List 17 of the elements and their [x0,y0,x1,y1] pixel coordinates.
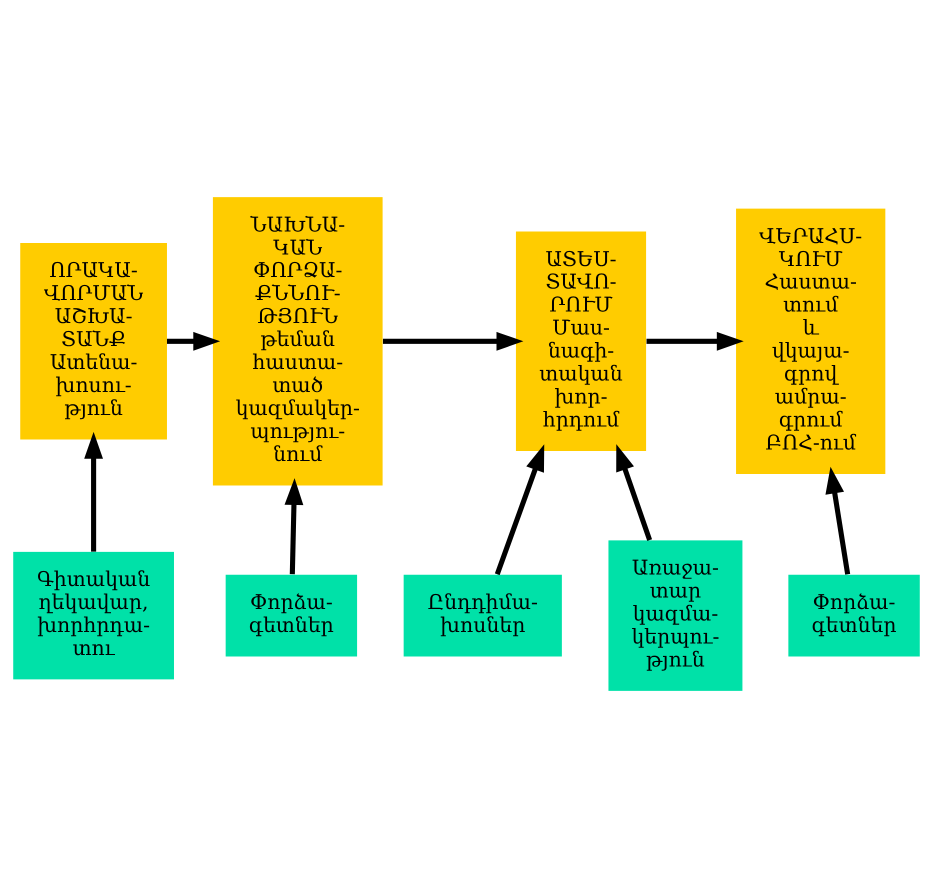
arrow [825,466,850,575]
arrow [382,332,524,351]
arrow [166,332,220,351]
arrow [84,432,103,552]
node-box: Գիտական ղեկավար, խորհրդա- տու [13,552,174,680]
arrow [494,444,544,576]
node-box: ԱՏԵՍ- ՏԱՎՈ- ՐՈՒՄ Մաս- նագի- տական խոր- հրդում [516,232,646,452]
node-box: ՆԱԽՆԱ- ԿԱՆ ՓՈՐՁԱ- ՔՆՆՈՒ- ԹՅՈՒՆ թեման հաստա- տած կազմակեր- պությու- նում [212,197,383,486]
node-box: Առաջա- տար կազմա- կերպու- թյուն [608,540,742,691]
node-box: Փորձա- գետներ [226,574,358,656]
arrow [646,332,744,351]
node-box: Փորձա- գետներ [788,574,920,656]
node-box: Ընդդիմա- խոսներ [404,574,562,656]
arrow [284,478,304,574]
node-box: ՈՐԱԿԱ- ՎՈՐՄԱՆ ԱՇԽԱ- ՏԱՆՔ Ատենա- խոսու- թյուն [20,243,167,440]
arrow [616,444,652,541]
node-box: ՎԵՐԱՀՍ- ԿՈՒՄ Հաստա- տում և վկայա- գրով ամրա- գրում ԲՈՀ-ում [736,208,886,474]
